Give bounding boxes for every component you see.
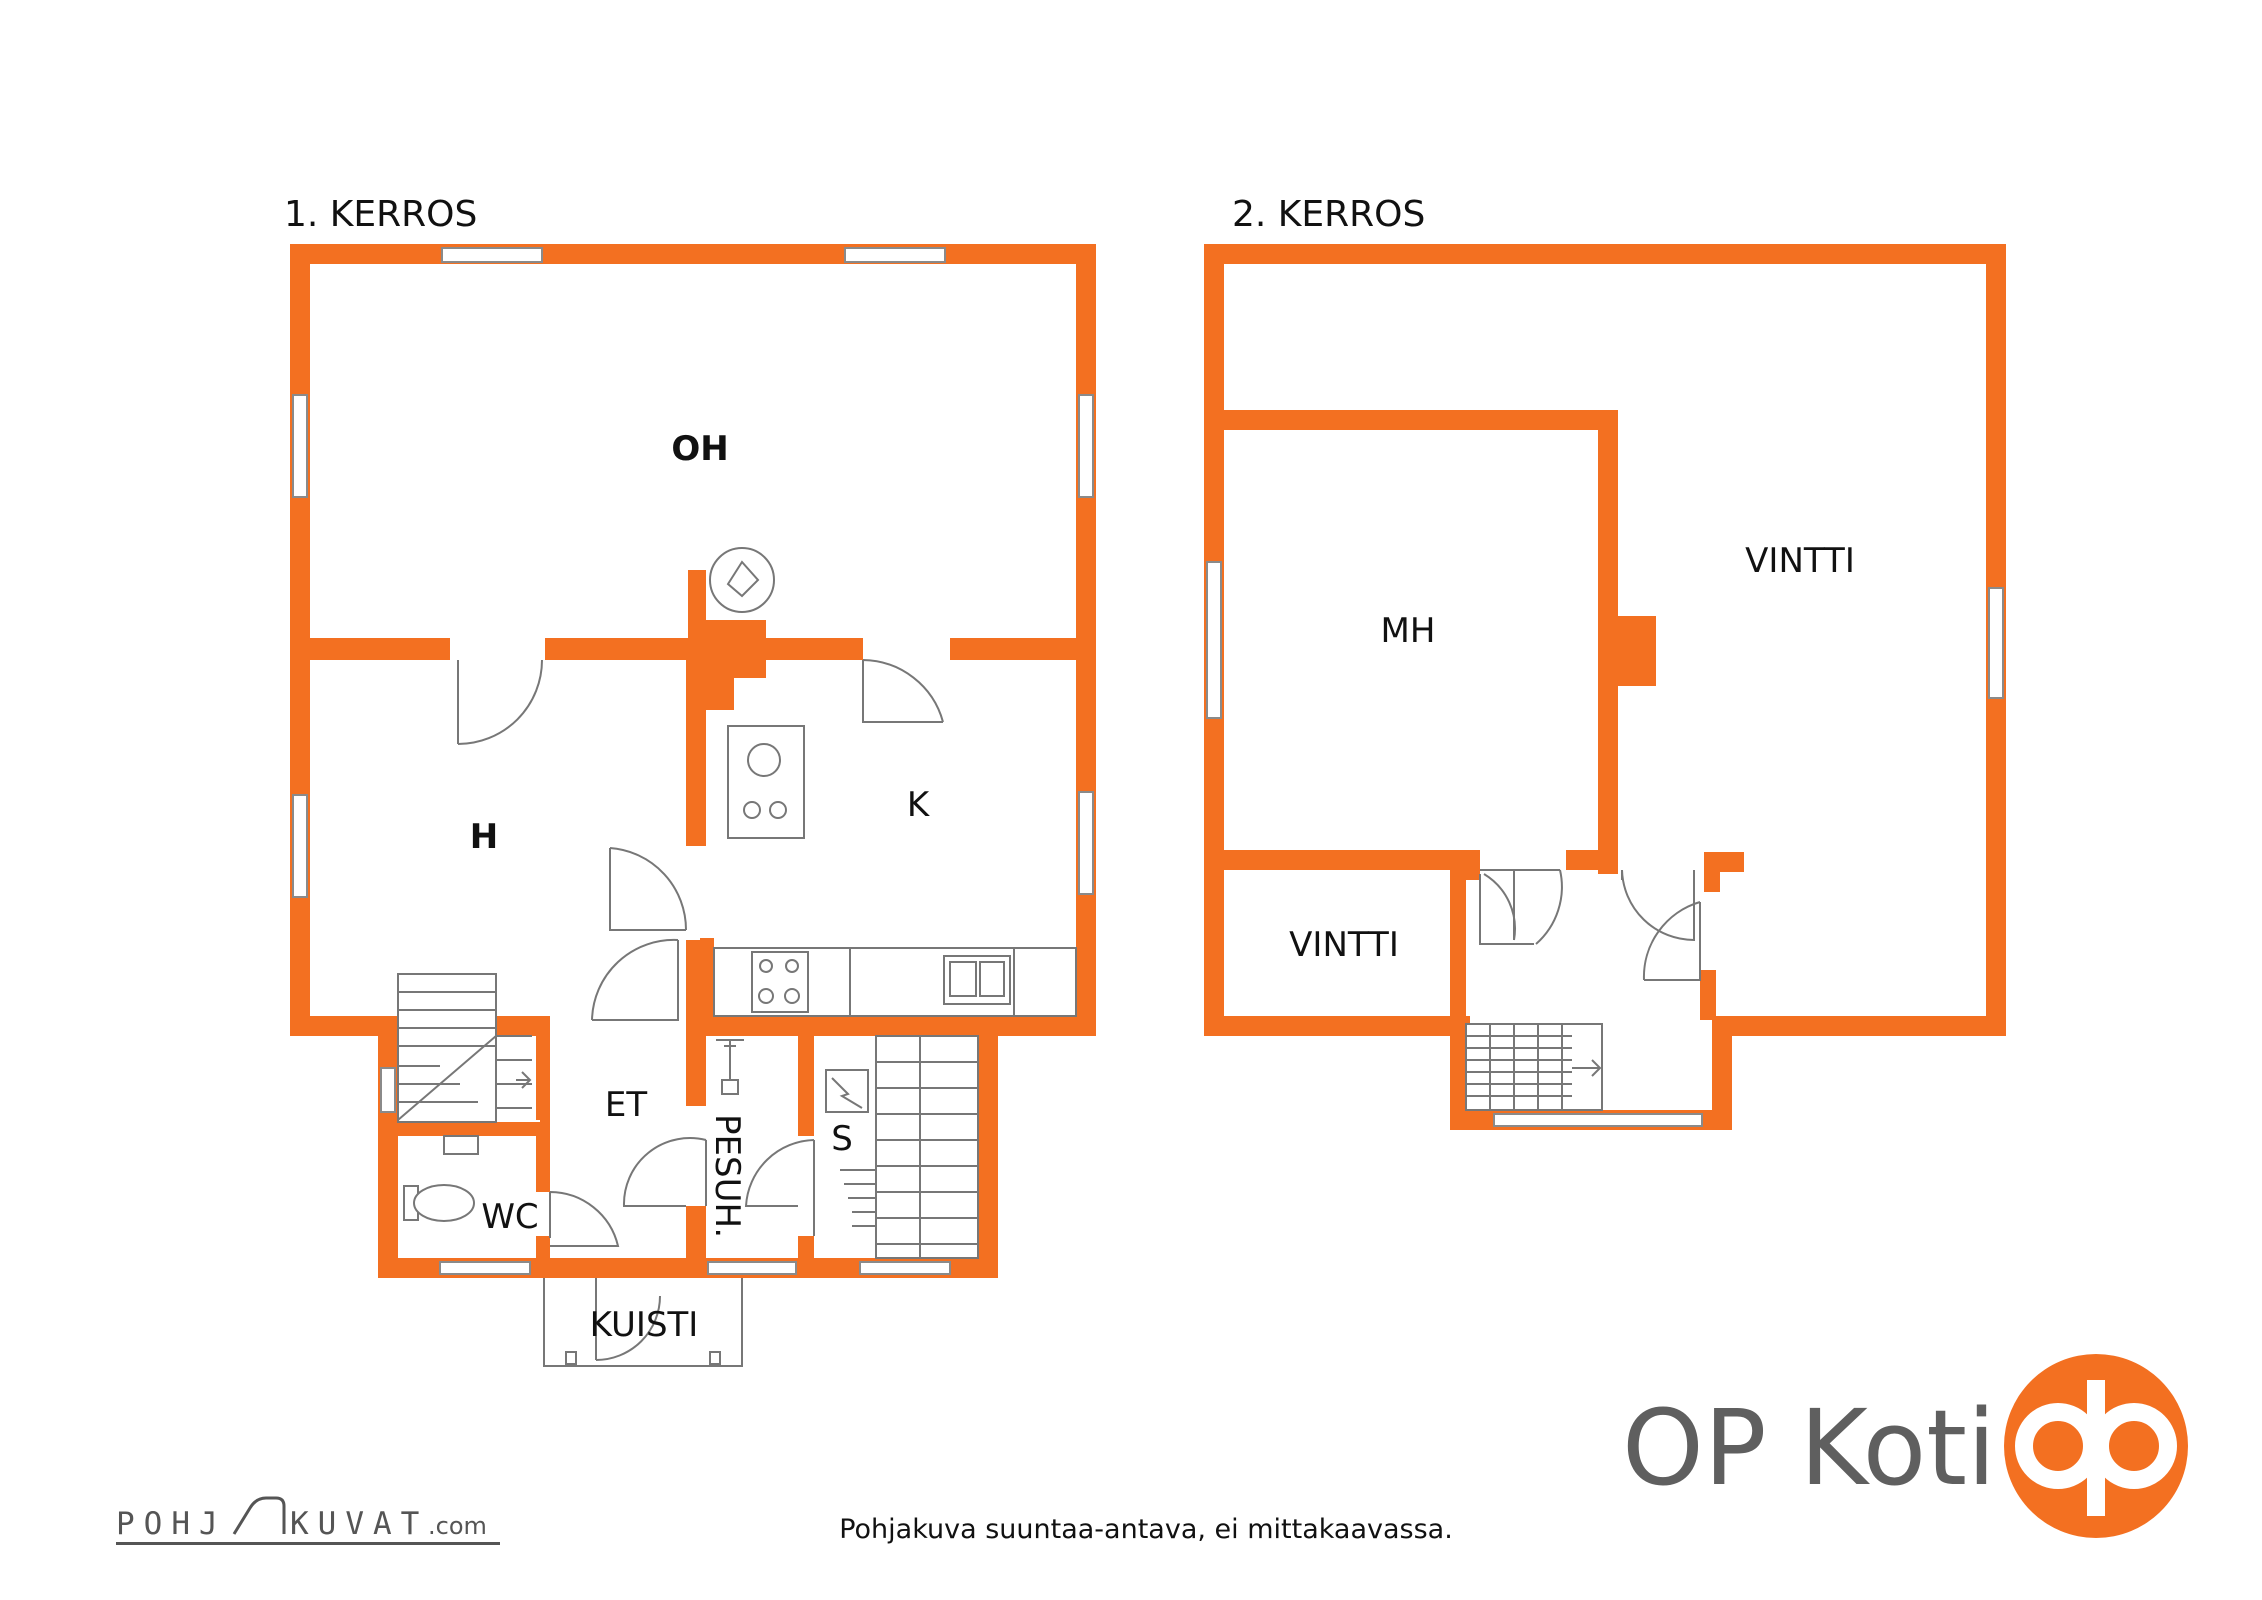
wall [1204,1016,1460,1036]
door [622,1137,707,1207]
wall [1450,870,1466,942]
wall [378,1258,998,1278]
wall [1598,616,1656,686]
wall [1712,1016,1732,1130]
second-floor-title: 2. KERROS [1232,194,1425,235]
wall [686,660,706,846]
pohjakuvat-logo-mark [232,1496,286,1535]
wash-basin [443,1135,479,1155]
wall [1204,410,1618,430]
first-floor-title: 1. KERROS [284,194,477,235]
fireplace-icon [709,547,775,613]
window [859,1261,951,1275]
door [1642,901,1701,981]
shower-icon [716,1039,744,1095]
window [439,1261,531,1275]
window [1206,561,1222,719]
brand-name: OP Koti [1622,1387,1996,1509]
wall [1450,940,1466,1020]
room-label-h: H [470,817,498,857]
kitchen-counter [713,947,1077,1017]
disclaimer-text: Pohjakuva suuntaa-antava, ei mittakaavas… [839,1514,1453,1545]
wall [686,1206,706,1266]
wall [1204,850,1480,870]
door [457,659,543,745]
op-logo-icon [2004,1354,2188,1538]
pohjakuvat-logo: POHJ KUVAT .com [116,1496,500,1545]
wall [978,1016,998,1278]
wall [1704,852,1720,892]
window [707,1261,797,1275]
wall [1204,244,2006,264]
wall [1076,244,1096,1016]
door [549,1191,620,1247]
staircase [1465,1023,1603,1111]
door [1479,869,1563,945]
sauna-heater-icon [825,1069,869,1113]
door [591,938,679,1021]
room-label-oh: OH [671,429,728,469]
window [292,394,308,498]
porch [543,1278,743,1367]
wall [540,1030,550,1130]
pohjakuvat-logo-left: POHJ [116,1506,227,1542]
wall [686,1036,706,1106]
wall [798,1236,814,1266]
first-floor-plan [290,244,1096,1367]
door [1621,869,1695,942]
second-floor-plan [1204,244,2006,1130]
door [862,659,944,723]
room-label-et: ET [605,1085,647,1125]
door [609,847,688,931]
room-label-s: S [831,1119,853,1159]
wall [536,1122,550,1192]
wall [950,638,1096,660]
wall [290,244,1096,264]
wall [1700,970,1716,1020]
pohjakuvat-logo-suffix: .com [428,1512,487,1540]
room-label-k: K [907,785,931,825]
room-label-kuisti: KUISTI [590,1305,699,1345]
wall [378,1016,398,1278]
room-label-vintti-small: VINTTI [1289,925,1399,965]
door [595,1278,661,1361]
wall [290,638,450,660]
window [292,794,308,898]
window [844,247,946,263]
wall [690,1016,1096,1036]
wall [1712,1016,2006,1036]
pohjakuvat-underline [116,1542,500,1545]
door [1483,870,1516,941]
room-label-pesuh: PESUH. [707,1114,747,1238]
room-label-vintti-large: VINTTI [1745,541,1855,581]
room-label-mh: MH [1381,611,1436,651]
window [380,1067,396,1113]
window [1988,587,2004,699]
pohjakuvat-logo-right: KUVAT [290,1506,428,1542]
staircase [397,973,532,1123]
window [1078,394,1094,498]
stove-icon [727,725,805,839]
wall [536,1236,550,1266]
room-label-wc: WC [481,1197,538,1237]
staircase [840,1035,979,1259]
window [441,247,543,263]
window [1078,791,1094,895]
toilet-icon [403,1184,475,1222]
wall [290,1016,380,1036]
wall [380,1122,540,1136]
door [744,1139,815,1236]
window [1493,1113,1703,1127]
wall [700,938,714,1036]
wall [798,1036,814,1136]
wall [1566,850,1618,870]
